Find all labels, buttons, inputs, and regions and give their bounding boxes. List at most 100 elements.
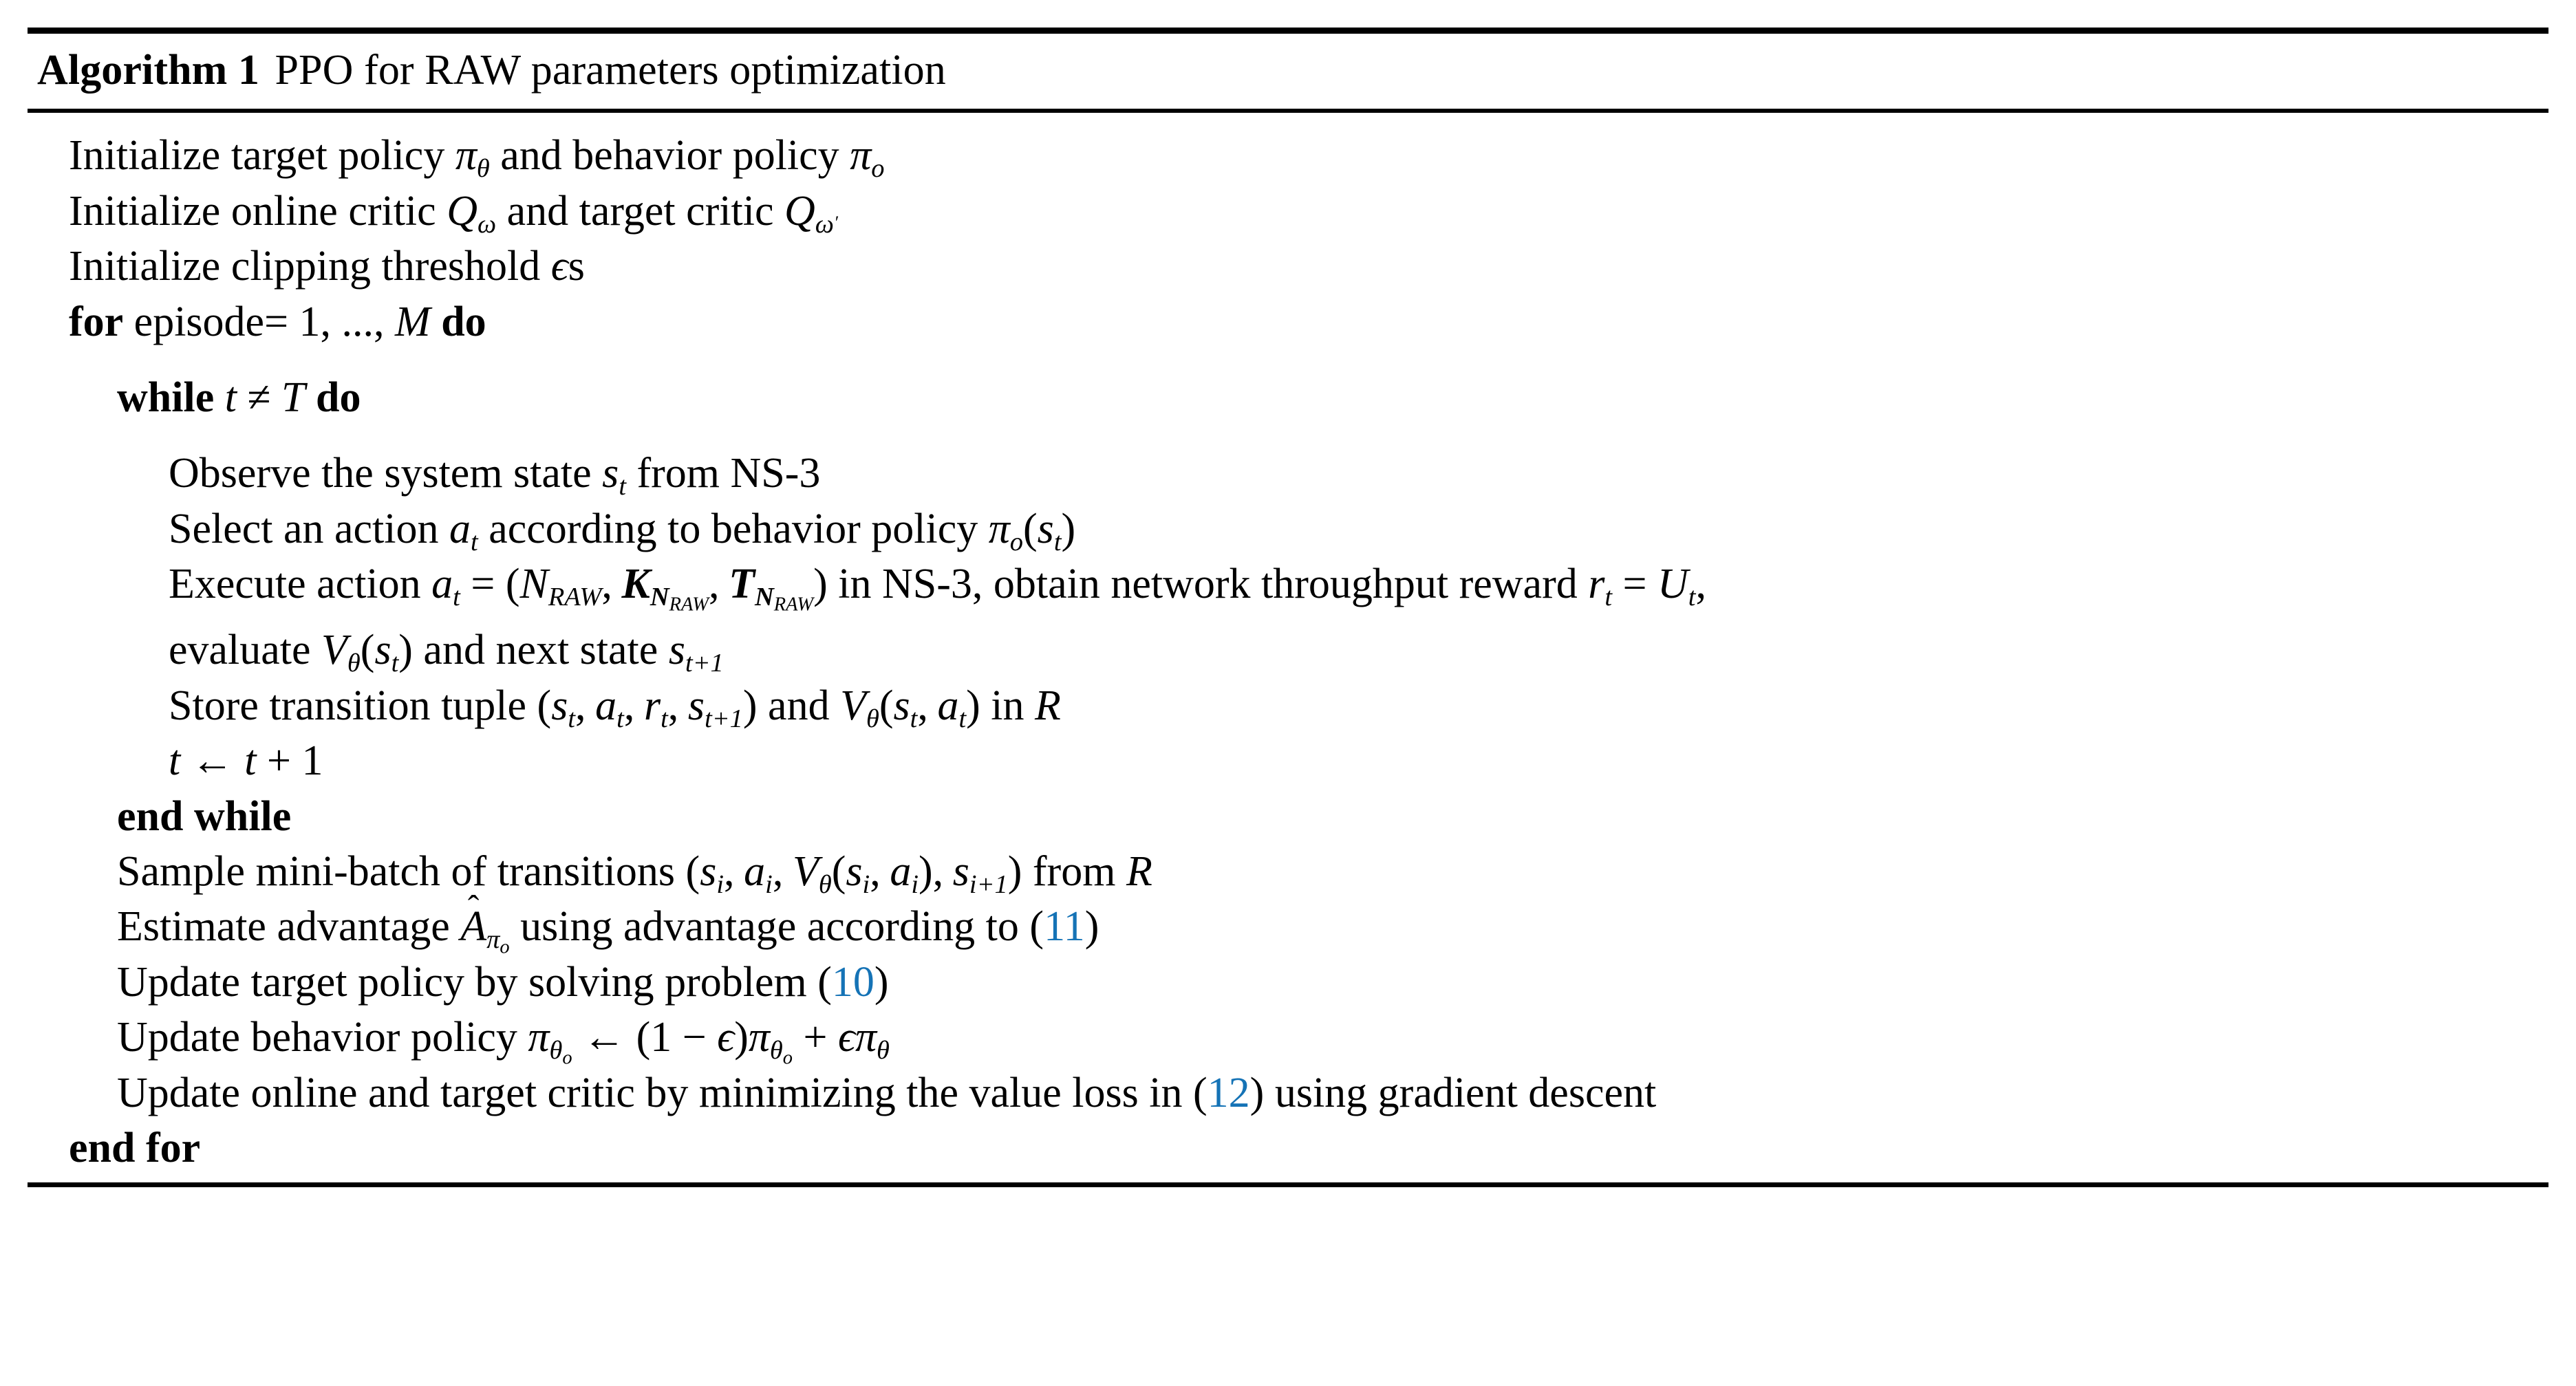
paren-close-4: ) [742,682,758,729]
paren-close-3: ) [398,627,413,674]
symbol-one-2: 1 [650,1014,672,1061]
symbol-theta-sub-3: θ [866,704,879,733]
paren-close-7: ) [1007,848,1022,896]
symbol-i-sub-1: i [716,869,724,899]
symbol-pi-o-sub: πo [486,925,509,957]
symbol-N-sub-1: N [650,582,669,611]
symbol-raw-sub-1: RAW [548,582,602,611]
symbol-M: M [395,298,431,345]
paren-close-1: ) [1061,505,1076,552]
text-update-critics-a: Update online and target critic by minim… [117,1069,1183,1116]
reference-eq-11[interactable]: 11 [1044,903,1085,951]
symbol-i-plus-1-sub: i+1 [969,869,1008,899]
reference-eq-10[interactable]: 10 [831,958,874,1006]
symbol-t-sub-10: t [661,704,668,733]
symbol-n-raw-sub-2: NRAW [755,583,813,614]
text-execute: Execute action [169,561,421,608]
symbol-eq-1: = [471,561,495,608]
text-s-suffix: s [568,243,585,290]
paren-open-2: ( [505,561,520,608]
ref-paren-close-3: ) [1249,1069,1265,1116]
text-and-next-state: and next state [423,627,658,674]
text-observe: Observe the system state [169,450,592,497]
text-update-behavior: Update behavior policy [117,1014,517,1061]
reference-eq-12[interactable]: 12 [1207,1069,1250,1116]
step-increment-t: t ← t + 1 [28,733,2548,788]
comma-1: , [601,561,612,608]
symbol-T-bold: T [729,561,755,608]
step-end-for: end for [28,1120,2548,1176]
symbol-r: r [1588,561,1605,608]
symbol-theta-3: θ [769,1035,783,1065]
text-update-target: Update target policy by solving problem [117,958,807,1006]
keyword-end-for: end for [69,1125,201,1171]
paren-open-5: ( [879,682,894,729]
step-end-while: end while [28,789,2548,844]
step-init-target-policy: Initialize target policy πθ and behavior… [28,128,2548,183]
symbol-omega-prime-sub: ω′ [815,210,838,239]
step-update-target-policy: Update target policy by solving problem … [28,955,2548,1010]
symbol-K: K [621,561,650,608]
comma-8: , [724,848,735,896]
symbol-n-raw-sub-1: NRAW [650,582,709,614]
ref-paren-open-1: ( [1029,903,1044,951]
caption-rule [28,109,2548,113]
symbol-i-sub-3: i [862,869,870,899]
symbol-theta-sub: θ [476,154,490,184]
text-update-critics-b: using gradient descent [1274,1069,1657,1116]
symbol-o-sub-5: o [782,1047,793,1069]
keyword-do: do [441,298,486,345]
text-store: Store transition tuple [169,682,527,729]
comma-6: , [667,682,679,729]
comma-9: , [772,848,784,896]
paren-open-4: ( [537,682,552,729]
text-sample: Sample mini-batch of transitions [117,848,676,896]
symbol-a-5: a [744,848,766,896]
symbol-a: a [449,505,471,552]
comma-10: , [870,848,881,896]
step-for-episode: for episode= 1, ..., M do [28,294,2548,349]
symbol-s-10: s [952,848,969,896]
symbol-s-8: s [700,848,717,896]
symbol-V: V [321,627,347,674]
symbol-N: N [519,561,548,608]
symbol-s-7: s [893,682,910,729]
keyword-do-2: do [315,373,361,421]
text-initialize-3: Initialize [69,243,221,290]
symbol-raw-sub-2: RAW [669,594,709,616]
symbol-minus: − [682,1014,707,1061]
step-init-critics: Initialize online critic Qω and target c… [28,184,2548,239]
symbol-V-3: V [792,848,819,896]
symbol-pi-6: π [748,1014,770,1061]
ref-paren-open-3: ( [1193,1069,1208,1116]
keyword-end-while: end while [117,792,292,840]
symbol-U: U [1657,561,1688,608]
symbol-t-sub-6: t [1688,582,1696,611]
symbol-s-2: s [1037,505,1054,552]
symbol-pi: π [455,132,477,180]
step-evaluate-value: evaluate Vθ(st) and next state st+1 [28,622,2548,678]
ref-paren-close-1: ) [1084,903,1099,951]
text-evaluate: evaluate [169,627,311,674]
symbol-t-sub-9: t [616,704,624,733]
symbol-epsilon-2: ϵ [717,1014,735,1061]
paren-close-6: ) [919,848,933,896]
symbol-pi-7: π [855,1014,877,1061]
symbol-t-plus-1-sub-2: t+1 [705,704,743,733]
step-select-action: Select an action at according to behavio… [28,501,2548,556]
text-estimate: Estimate advantage [117,903,450,951]
symbol-s-4: s [668,627,685,674]
keyword-while: while [117,373,215,421]
symbol-arrow: ← [191,737,234,785]
symbol-one: 1 [301,737,323,785]
symbol-prime: ′ [833,211,838,232]
ref-paren-close-2: ) [874,958,889,1006]
text-using-advantage: using advantage according to [520,903,1019,951]
symbol-T: T [281,373,305,421]
paren-open-6: ( [685,848,700,896]
symbol-theta-sub-2: θ [347,649,361,678]
symbol-t-sub-3: t [1053,527,1062,556]
symbol-o-sub-3: o [500,936,510,958]
symbol-o-sub-2: o [1009,527,1024,556]
